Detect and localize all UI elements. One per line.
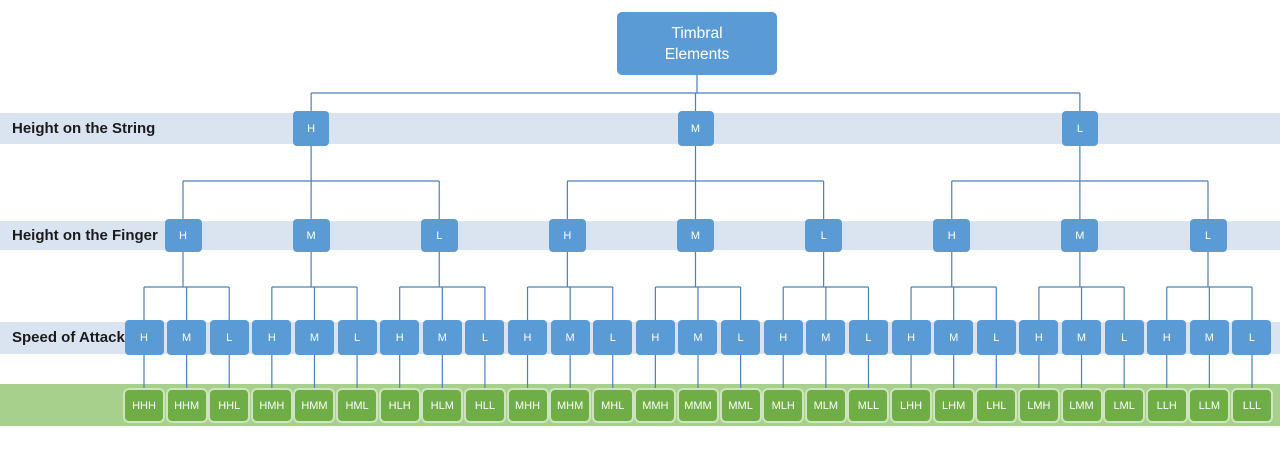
leaf-node: MLM — [804, 388, 847, 423]
leaf-node: LHL — [975, 388, 1018, 423]
finger-node: M — [292, 219, 330, 252]
leaf-node: MMH — [634, 388, 677, 423]
attack-node: L — [337, 320, 377, 355]
leaf-node: MMM — [676, 388, 719, 423]
attack-node: M — [550, 320, 590, 355]
attack-node: M — [294, 320, 334, 355]
attack-node: M — [806, 320, 846, 355]
leaf-node: LMH — [1017, 388, 1060, 423]
row-label-height-on-finger: Height on the Finger — [12, 227, 158, 244]
attack-node: M — [678, 320, 718, 355]
root-node-timbral-elements: Timbral Elements — [617, 12, 777, 75]
attack-node: H — [124, 320, 164, 355]
attack-node: L — [721, 320, 761, 355]
leaf-node: LML — [1103, 388, 1146, 423]
leaf-node: HMH — [250, 388, 293, 423]
leaf-node: LHM — [932, 388, 975, 423]
leaf-node: HML — [336, 388, 379, 423]
attack-node: M — [934, 320, 974, 355]
leaf-node: MHL — [591, 388, 634, 423]
leaf-node: LMM — [1060, 388, 1103, 423]
leaf-node: HLM — [421, 388, 464, 423]
leaf-node: MML — [719, 388, 762, 423]
attack-node: M — [422, 320, 462, 355]
finger-node: H — [933, 219, 971, 252]
attack-node: L — [1104, 320, 1144, 355]
string-node: L — [1061, 111, 1098, 146]
finger-node: H — [164, 219, 202, 252]
attack-node: L — [976, 320, 1016, 355]
attack-node: H — [891, 320, 931, 355]
row-label-height-on-string: Height on the String — [12, 120, 156, 137]
row-label-speed-of-attack: Speed of Attack — [12, 329, 125, 346]
attack-node: H — [380, 320, 420, 355]
string-node: H — [293, 111, 330, 146]
attack-node: H — [1147, 320, 1187, 355]
leaf-node: HLH — [378, 388, 421, 423]
leaf-node: LLH — [1145, 388, 1188, 423]
leaf-node: LHH — [890, 388, 933, 423]
leaf-node: HLL — [463, 388, 506, 423]
leaf-node: HHM — [165, 388, 208, 423]
attack-node: H — [252, 320, 292, 355]
attack-node: H — [635, 320, 675, 355]
finger-node: L — [805, 219, 843, 252]
leaf-node: MHH — [506, 388, 549, 423]
attack-node: L — [1232, 320, 1272, 355]
attack-node: L — [848, 320, 888, 355]
string-node: M — [677, 111, 714, 146]
finger-node: L — [1189, 219, 1227, 252]
attack-node: M — [167, 320, 207, 355]
attack-node: H — [1019, 320, 1059, 355]
root-node-label: Timbral Elements — [664, 24, 730, 63]
attack-node: M — [1189, 320, 1229, 355]
leaf-node: LLL — [1230, 388, 1273, 423]
finger-node: L — [420, 219, 458, 252]
attack-node: H — [508, 320, 548, 355]
leaf-node: HHL — [208, 388, 251, 423]
attack-node: H — [763, 320, 803, 355]
attack-node: M — [1062, 320, 1102, 355]
leaf-node: MLH — [762, 388, 805, 423]
leaf-node: MLL — [847, 388, 890, 423]
attack-node: L — [465, 320, 505, 355]
leaf-node: LLM — [1188, 388, 1231, 423]
leaf-node: MHM — [549, 388, 592, 423]
finger-node: M — [677, 219, 714, 252]
finger-node: H — [548, 219, 586, 252]
leaf-node: HHH — [123, 388, 165, 423]
leaf-node: HMM — [293, 388, 336, 423]
attack-node: L — [209, 320, 249, 355]
finger-node: M — [1061, 219, 1099, 252]
attack-node: L — [593, 320, 633, 355]
